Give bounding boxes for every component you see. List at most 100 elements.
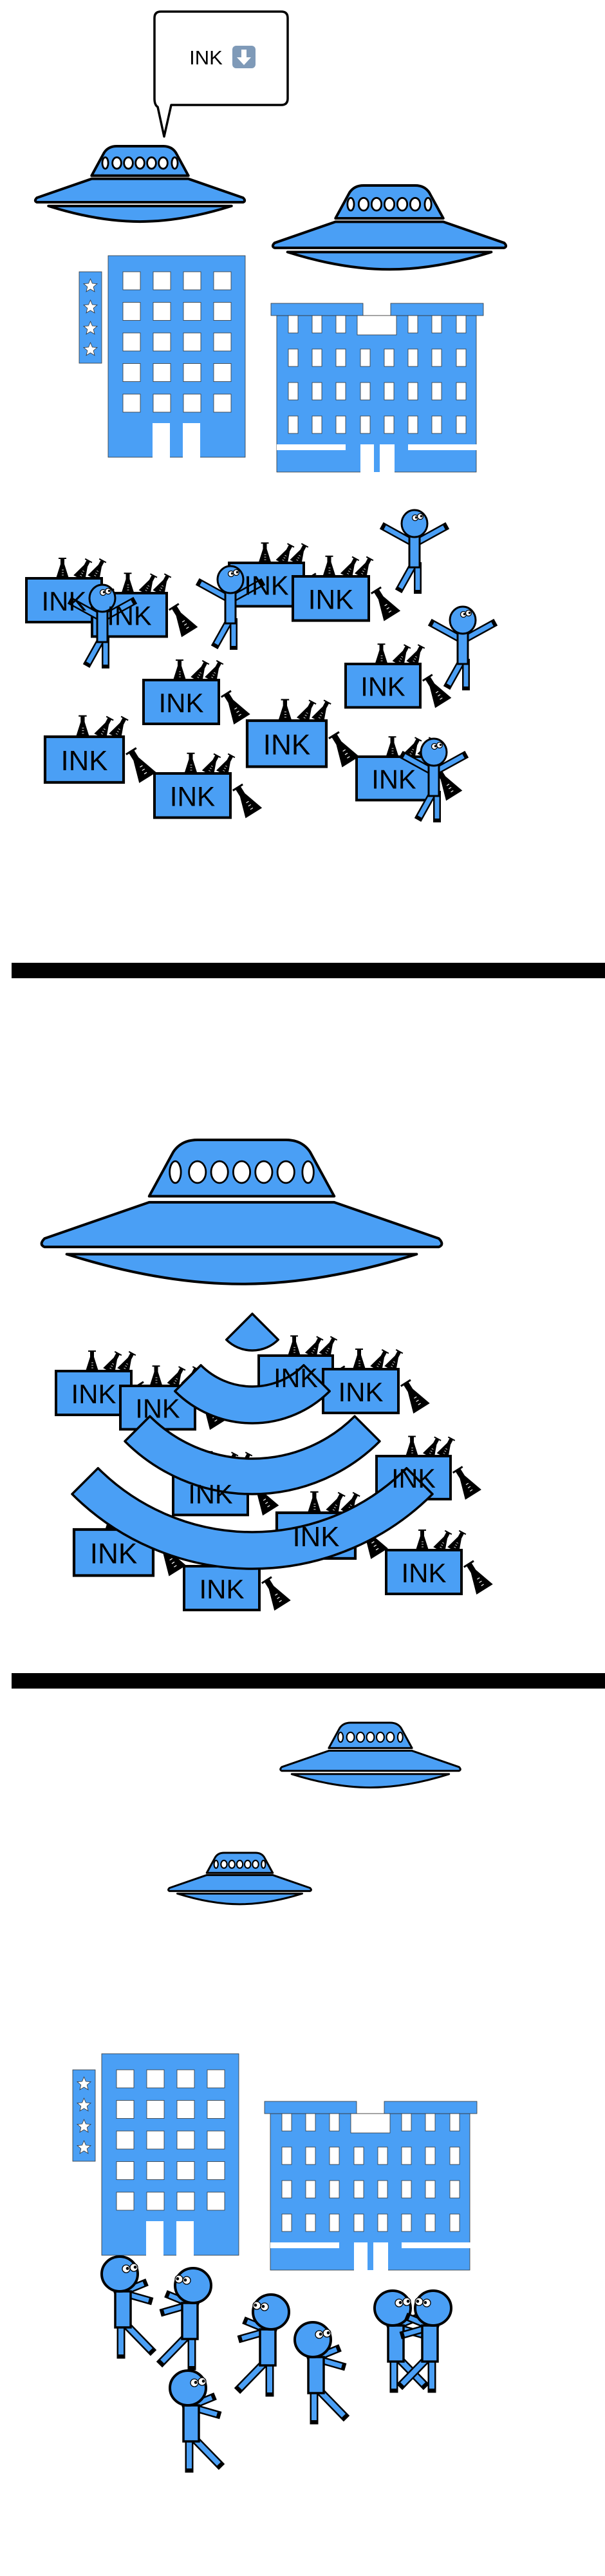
torso <box>259 2328 277 2367</box>
ink-flask-icon <box>258 542 272 563</box>
ink-flask-icon <box>290 543 309 566</box>
pupil <box>420 515 423 518</box>
hotel-window <box>176 2161 195 2180</box>
head <box>400 509 429 538</box>
limb <box>432 621 460 641</box>
ink-flask-icon <box>307 1491 321 1513</box>
office-window <box>456 415 467 434</box>
pupil <box>183 2278 187 2282</box>
office-window <box>353 2213 364 2232</box>
office-window <box>377 2213 388 2232</box>
walking-person <box>234 2293 290 2397</box>
office-window <box>353 2146 364 2165</box>
pupil <box>439 743 442 746</box>
limb <box>130 2293 149 2303</box>
down-arrow-emoji-icon <box>232 46 256 68</box>
pupil <box>236 571 239 574</box>
ink-flask-icon <box>220 690 250 724</box>
star-icon <box>76 2139 92 2154</box>
ink-flask-icon <box>167 1366 186 1389</box>
office-window <box>425 2213 436 2232</box>
ink-flask-icon <box>94 715 114 740</box>
pupil <box>414 516 418 519</box>
office-window <box>407 348 418 367</box>
ink-crate-label: INK <box>391 1464 436 1493</box>
ufo-porthole <box>384 198 394 211</box>
pupil <box>468 611 471 614</box>
office-window <box>360 415 371 434</box>
office-window <box>456 348 467 367</box>
star-icon <box>76 2097 92 2112</box>
ink-crate-box <box>142 679 220 725</box>
ink-flask-icon <box>433 766 463 801</box>
office-window <box>281 2113 292 2132</box>
ink-crate-label: INK <box>244 571 289 601</box>
torso <box>456 632 469 665</box>
office-cornice <box>270 303 364 316</box>
star-icon <box>76 2076 92 2090</box>
ufo-porthole <box>233 1161 250 1183</box>
hotel-window <box>176 2192 195 2211</box>
office-window <box>407 315 418 334</box>
ink-crate-label: INK <box>107 601 152 631</box>
ufo-large-left <box>35 146 245 222</box>
limb <box>319 2390 346 2418</box>
head <box>414 2289 452 2327</box>
ink-flask-icon <box>354 556 374 580</box>
ufo-underside <box>67 1255 417 1284</box>
ufo-porthole <box>221 1861 227 1868</box>
pupil <box>416 2300 420 2303</box>
ufo-underside <box>292 1774 449 1788</box>
ink-crate-label-group: INK <box>371 764 416 795</box>
head <box>174 2267 212 2304</box>
office-window <box>360 382 371 401</box>
office-window <box>431 415 442 434</box>
ink-crate-label: INK <box>158 688 203 718</box>
office-window <box>384 415 395 434</box>
ink-flask-icon <box>375 643 388 664</box>
walking-person <box>156 2267 212 2371</box>
limb <box>86 639 103 664</box>
ink-flask-icon <box>275 543 295 566</box>
ink-crate-box <box>344 663 422 709</box>
hotel-star-sign <box>79 271 102 364</box>
office-window <box>312 382 322 401</box>
beam-wave-origin <box>225 1312 280 1352</box>
ink-flask-icon <box>433 1530 452 1553</box>
ufo-porthole <box>387 1732 395 1742</box>
ink-flask-icon <box>436 1436 456 1459</box>
hotel-window <box>207 2161 225 2180</box>
office-roof-notch <box>357 315 397 336</box>
ufo-rim <box>169 1875 312 1891</box>
ink-crate-label: INK <box>401 1558 446 1588</box>
office-window <box>425 2146 436 2165</box>
limb <box>403 753 431 773</box>
ink-flask-icon <box>149 1365 163 1386</box>
ink-crate-label: INK <box>338 1377 383 1407</box>
ink-flask-icon <box>86 1350 98 1371</box>
head <box>252 2293 290 2331</box>
ufo-porthole <box>348 198 354 211</box>
torso <box>114 2290 132 2329</box>
office-window <box>401 2146 412 2165</box>
ink-crate-label: INK <box>308 584 354 614</box>
beam-wave-3 <box>71 1466 434 1570</box>
ufo-porthole <box>302 1161 314 1183</box>
pupil <box>406 2300 410 2303</box>
office-window <box>377 2146 388 2165</box>
ink-crate-label-group: INK <box>199 1574 244 1604</box>
office-ledge <box>277 444 346 450</box>
office-window <box>401 2213 412 2232</box>
pupil <box>326 2331 330 2334</box>
ink-flask-icon <box>168 603 198 638</box>
ink-flask-icon <box>312 699 331 724</box>
ink-flask-icon <box>304 1336 324 1359</box>
ufo-porthole <box>371 198 381 211</box>
pupil <box>261 2305 265 2308</box>
office-window <box>425 2180 436 2199</box>
limb <box>465 621 494 641</box>
hotel-window <box>116 2192 135 2211</box>
hotel-window <box>207 2069 225 2088</box>
